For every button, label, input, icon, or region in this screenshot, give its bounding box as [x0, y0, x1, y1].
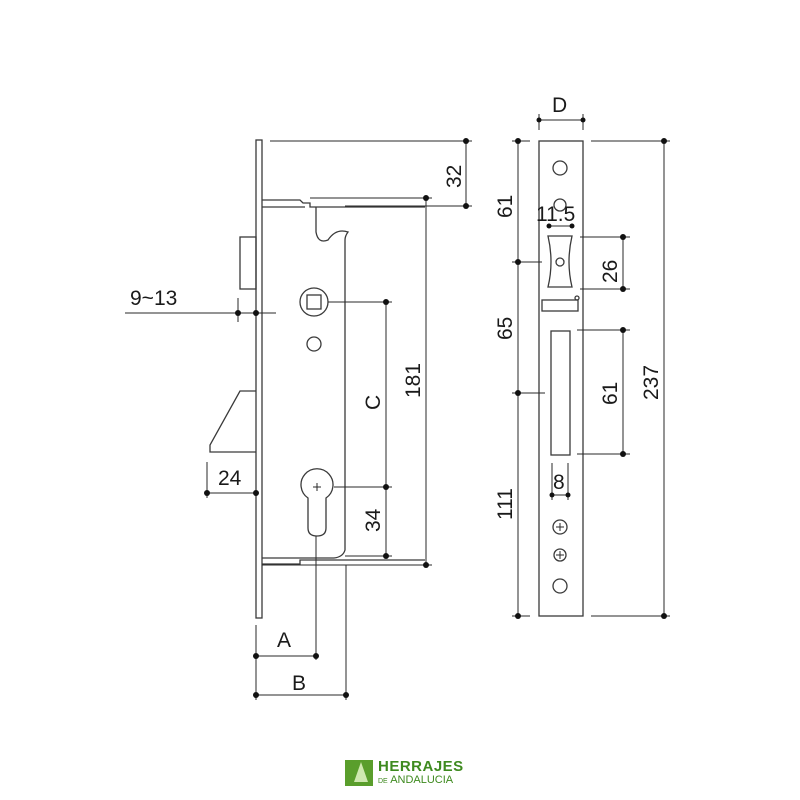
brand-name-line1: HERRAJES [378, 758, 464, 775]
label-111: 111 [494, 488, 517, 520]
brand-logo: HERRAJES DE ANDALUCIA [345, 758, 463, 790]
label-24: 24 [218, 467, 242, 490]
label-8: 8 [553, 471, 565, 494]
label-9-13: 9~13 [130, 287, 177, 310]
left-dimensions [125, 138, 472, 700]
label-c: C [362, 395, 385, 410]
label-181: 181 [402, 363, 425, 398]
lock-body-side-view [209, 139, 425, 619]
label-a: A [277, 629, 291, 652]
label-34: 34 [362, 508, 385, 532]
label-237: 237 [640, 365, 663, 400]
logo-mark-icon [345, 760, 373, 786]
brand-prefix: DE [378, 778, 388, 785]
label-11-5: 11.5 [536, 203, 575, 226]
label-61-top: 61 [494, 195, 517, 218]
label-b: B [292, 672, 306, 695]
faceplate-front-view [538, 140, 584, 617]
brand-name-line2: DE ANDALUCIA [378, 774, 453, 786]
right-dimensions [512, 114, 670, 619]
label-32: 32 [443, 165, 466, 188]
label-26: 26 [599, 260, 622, 283]
brand-region: ANDALUCIA [390, 774, 454, 786]
label-61-slot: 61 [599, 382, 622, 405]
label-d: D [552, 94, 567, 117]
label-65: 65 [494, 317, 517, 340]
